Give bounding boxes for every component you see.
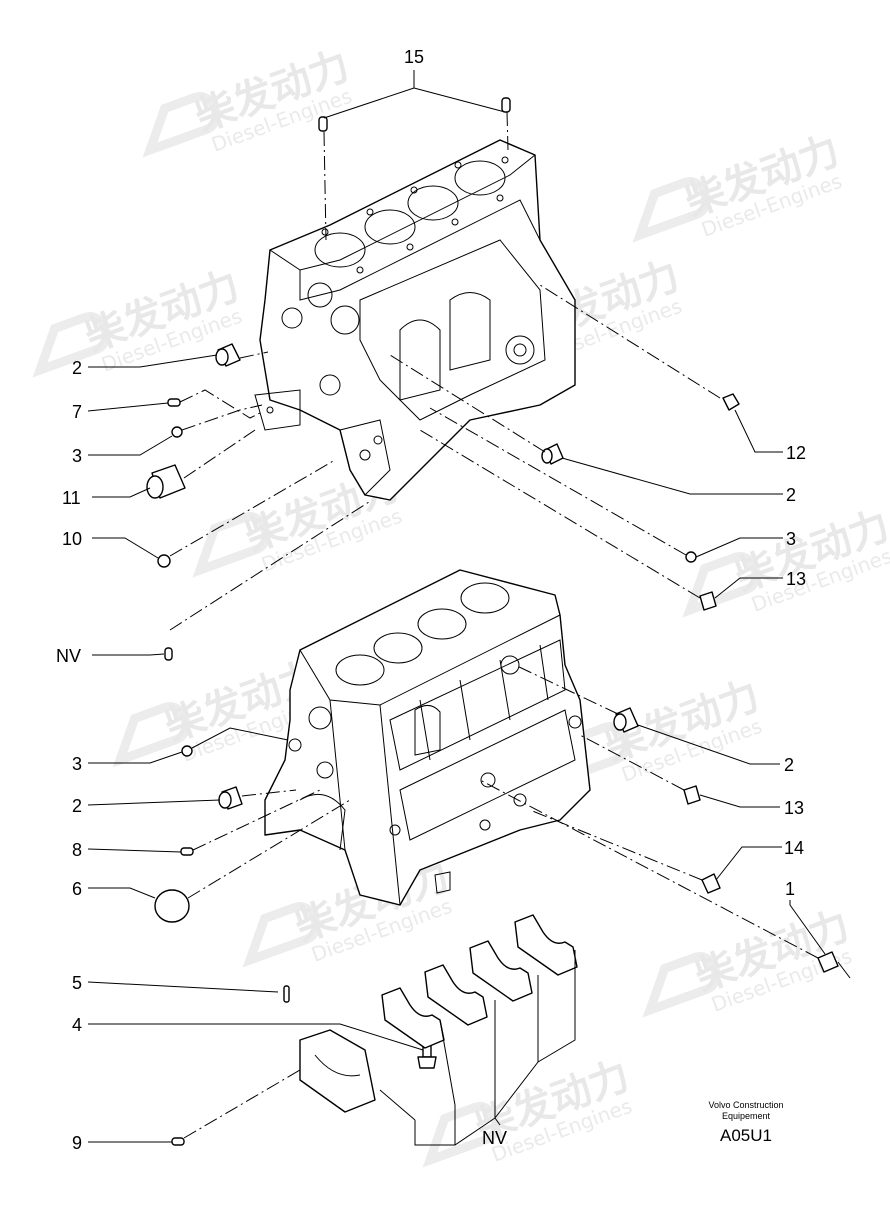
bearing-cap-2: [381, 987, 445, 1049]
lower-cylinder-block: [264, 569, 591, 906]
callout-13: 13: [786, 569, 806, 589]
callout-2: 2: [72, 358, 82, 378]
pin-9: [171, 1137, 185, 1146]
nv-pin: [164, 647, 173, 661]
callout-6: 6: [72, 879, 82, 899]
credit-line-2: Equipement: [721, 1111, 771, 1121]
callout-12: 12: [786, 443, 806, 463]
plug-3: [685, 551, 697, 563]
callout-labels: 15 2 7 3 11 10 12 2 3 13 NV 3 2 8 6 2 13…: [56, 47, 806, 1153]
callout-3: 3: [72, 754, 82, 774]
plug-3: [171, 426, 183, 438]
pin-7: [167, 398, 181, 407]
bearing-cap-5: [514, 914, 578, 976]
callout-2: 2: [786, 485, 796, 505]
plug-12: [722, 393, 740, 411]
plug-3: [181, 745, 193, 757]
plug-6: [154, 889, 190, 923]
bearing-cap-3: [424, 964, 488, 1026]
credit-line-1: Volvo Construction: [708, 1100, 784, 1110]
bearing-cap-1: [299, 1029, 376, 1113]
callout-nv: NV: [482, 1128, 507, 1148]
plug-13: [699, 591, 717, 611]
plug-14: [701, 873, 721, 894]
callout-3: 3: [72, 446, 82, 466]
pin-8: [180, 847, 194, 856]
publisher-credit: Volvo Construction Equipement: [676, 1100, 816, 1122]
callout-9: 9: [72, 1133, 82, 1153]
callout-13: 13: [784, 798, 804, 818]
plug-13: [683, 785, 701, 805]
pin-5: [283, 985, 290, 1003]
callout-4: 4: [72, 1015, 82, 1035]
upper-cylinder-block: [254, 139, 576, 501]
bearing-cap-4: [469, 940, 533, 1002]
callout-1: 1: [785, 879, 795, 899]
watermark-9: 柴发动力 Diesel-Engines: [242, 853, 455, 968]
small-parts: [146, 97, 851, 1146]
leader-lines: [87, 70, 826, 1146]
dowel-pin-right: [501, 97, 511, 113]
callout-14: 14: [784, 838, 804, 858]
watermark-3: 柴发动力 Diesel-Engines: [32, 263, 245, 378]
callout-5: 5: [72, 973, 82, 993]
watermark-2: 柴发动力 Diesel-Engines: [632, 128, 845, 243]
plug-10: [157, 554, 171, 568]
callout-8: 8: [72, 840, 82, 860]
main-bearing-caps: [299, 914, 578, 1113]
callout-3: 3: [786, 529, 796, 549]
watermark-1: 柴发动力 Diesel-Engines: [142, 43, 355, 158]
dowel-pin-left: [318, 116, 328, 132]
callout-11: 11: [62, 488, 81, 508]
callout-10: 10: [62, 529, 82, 549]
callout-15: 15: [404, 47, 424, 67]
drawing-code: A05U1: [720, 1126, 772, 1145]
callout-7: 7: [72, 402, 82, 422]
callout-2: 2: [784, 755, 794, 775]
watermark-6: 柴发动力 Diesel-Engines: [682, 503, 890, 618]
oil-pressure-sensor: [817, 951, 851, 979]
callout-2: 2: [72, 796, 82, 816]
callout-nv: NV: [56, 646, 81, 666]
